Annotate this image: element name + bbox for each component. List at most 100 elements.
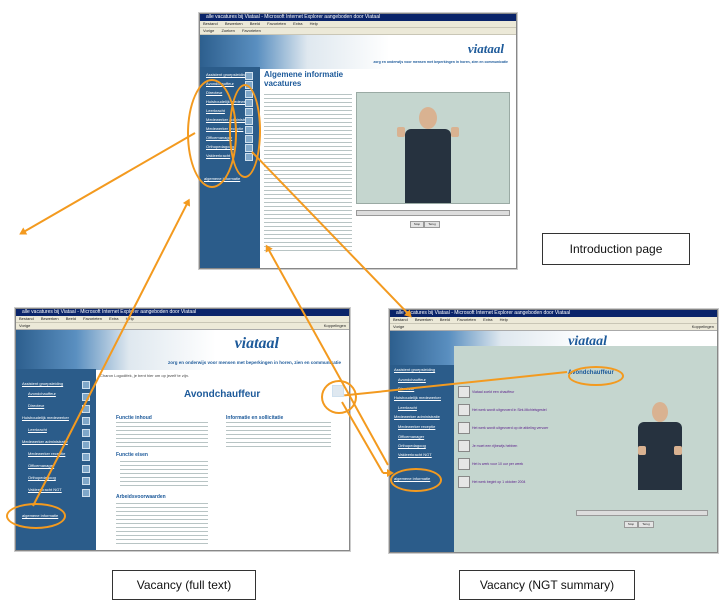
back-button[interactable]: Vorige	[393, 324, 405, 329]
video-icon[interactable]	[245, 72, 253, 80]
nav-item[interactable]: Avondchauffeur	[398, 377, 426, 382]
sign-thumbnail[interactable]	[458, 440, 470, 452]
video-slider[interactable]	[356, 210, 510, 216]
site-logo: viataal	[234, 335, 279, 352]
stop-button[interactable]: Stop	[410, 221, 424, 228]
sign-thumbnail[interactable]	[458, 404, 470, 416]
nav-item[interactable]: Orthopedagoog	[398, 443, 426, 448]
summary-row: Je moet een rijbewijs hebben	[472, 444, 518, 448]
nav-item[interactable]: Assistent groepsleiding	[22, 381, 64, 386]
video-icon[interactable]	[82, 441, 90, 449]
back-video-button[interactable]: Terug	[424, 221, 440, 228]
menu-favorieten[interactable]: Favorieten	[457, 317, 476, 322]
browser-menubar: Bestand Bewerken Beeld Favorieten Extra …	[390, 317, 717, 324]
browser-addressbar: Vorige Koppelingen	[16, 323, 349, 330]
sign-thumbnail[interactable]	[458, 476, 470, 488]
video-icon[interactable]	[82, 381, 90, 389]
sign-thumbnail[interactable]	[458, 386, 470, 398]
video-icon[interactable]	[82, 429, 90, 437]
back-button[interactable]: Vorige	[203, 28, 215, 33]
label-vacancy-full-text: Vacancy (full text)	[112, 570, 256, 600]
nav-item[interactable]: Medewerker receptie	[398, 424, 436, 429]
sign-thumbnail[interactable]	[458, 422, 470, 434]
video-icon[interactable]	[82, 477, 90, 485]
site-logo: viataal	[467, 41, 504, 56]
menu-extra[interactable]: Extra	[483, 317, 493, 322]
site-tagline: zorg en onderwijs voor mensen met beperk…	[373, 60, 508, 64]
page-title: Algemene informatie vacatures	[264, 70, 344, 88]
links-button[interactable]: Koppelingen	[323, 323, 346, 328]
body-text	[264, 94, 352, 254]
menu-extra[interactable]: Extra	[293, 21, 303, 26]
video-icon[interactable]	[82, 453, 90, 461]
nav-item[interactable]: Vakleerkracht NGT	[28, 487, 62, 492]
page-title: Avondchauffeur	[184, 389, 261, 400]
menu-help[interactable]: Help	[499, 317, 508, 322]
arrow-intro-to-full	[21, 132, 196, 234]
site-tagline: zorg en onderwijs voor mensen met beperk…	[167, 360, 341, 365]
browser-menubar: Bestand Bewerken Beeld Favorieten Extra …	[16, 316, 349, 323]
nav-item[interactable]: Medewerker receptie	[28, 451, 66, 456]
sign-language-video[interactable]	[566, 390, 714, 490]
video-slider[interactable]	[576, 510, 708, 516]
nav-item[interactable]: Huishoudelijk medewerker	[394, 395, 441, 400]
menu-help[interactable]: Help	[125, 316, 134, 321]
body-text	[116, 422, 208, 448]
menu-bestand[interactable]: Bestand	[19, 316, 34, 321]
nav-item[interactable]: Leerkracht	[398, 405, 417, 410]
nav-item[interactable]: Officemanager	[28, 463, 55, 468]
section-heading: Functie inhoud	[116, 415, 152, 421]
menu-bestand[interactable]: Bestand	[393, 317, 408, 322]
section-heading: Arbeidsvoorwaarden	[116, 494, 166, 500]
menu-favorieten[interactable]: Favorieten	[83, 316, 102, 321]
menu-beeld[interactable]: Beeld	[249, 21, 260, 26]
menu-bestand[interactable]: Bestand	[203, 21, 218, 26]
menu-bewerken[interactable]: Bewerken	[414, 317, 433, 322]
avatar-hand	[451, 127, 459, 137]
body-text	[120, 461, 208, 487]
body-text	[226, 422, 331, 450]
sidebar	[390, 365, 454, 552]
nav-item[interactable]: Assistent groepsleiding	[394, 367, 436, 372]
links-button[interactable]: Koppelingen	[691, 324, 714, 329]
nav-item[interactable]: Medewerker administratie	[394, 414, 440, 419]
avatar-head	[652, 402, 668, 422]
menu-favorieten[interactable]: Favorieten	[267, 21, 286, 26]
menu-beeld[interactable]: Beeld	[439, 317, 450, 322]
menu-beeld[interactable]: Beeld	[65, 316, 76, 321]
nav-item[interactable]: Orthopedagoog	[28, 475, 56, 480]
nav-item[interactable]: Assistent groepsleiding	[206, 72, 248, 77]
video-icon[interactable]	[82, 489, 90, 497]
back-button[interactable]: Vorige	[19, 323, 31, 328]
sign-language-video[interactable]	[356, 92, 510, 204]
nav-item[interactable]: Leerkracht	[28, 427, 47, 432]
nav-item[interactable]: Avondchauffeur	[28, 391, 56, 396]
sign-thumbnail[interactable]	[458, 458, 470, 470]
menu-help[interactable]: Help	[309, 21, 318, 26]
summary-row: Het werk wordt uitgevoerd op de afdeling…	[472, 426, 549, 430]
menu-extra[interactable]: Extra	[109, 316, 119, 321]
menu-bewerken[interactable]: Bewerken	[224, 21, 243, 26]
nav-item[interactable]: Medewerker administratie	[22, 439, 68, 444]
nav-item[interactable]: Vakleerkracht NGT	[398, 452, 432, 457]
search-button[interactable]: Zoeken	[221, 28, 235, 33]
nav-item[interactable]: Directeur	[28, 403, 45, 408]
browser-titlebar: alle vacatures bij Viataal - Microsoft I…	[16, 309, 349, 316]
favorites-button[interactable]: Favorieten	[241, 28, 261, 33]
video-icon[interactable]	[82, 465, 90, 473]
full-text-screenshot: alle vacatures bij Viataal - Microsoft I…	[15, 308, 350, 551]
summary-row: Het werk wordt uitgevoerd in Sint-Michie…	[472, 408, 547, 412]
nav-item[interactable]: Huishoudelijk medewerker	[22, 415, 69, 420]
avatar-hand	[674, 446, 682, 455]
stop-button[interactable]: Stop	[624, 521, 638, 528]
video-icon[interactable]	[82, 417, 90, 425]
menu-bewerken[interactable]: Bewerken	[40, 316, 59, 321]
section-heading: Functie eisen	[116, 452, 148, 458]
avatar-hand	[638, 446, 646, 455]
nav-item[interactable]: Officemanager	[398, 434, 425, 439]
highlight-title-ngt	[568, 366, 624, 386]
avatar-head	[419, 107, 437, 129]
browser-titlebar: alle vacatures bij Viataal - Microsoft I…	[200, 14, 516, 21]
browser-toolbar: Vorige Zoeken Favorieten	[200, 28, 516, 35]
back-video-button[interactable]: Terug	[638, 521, 654, 528]
